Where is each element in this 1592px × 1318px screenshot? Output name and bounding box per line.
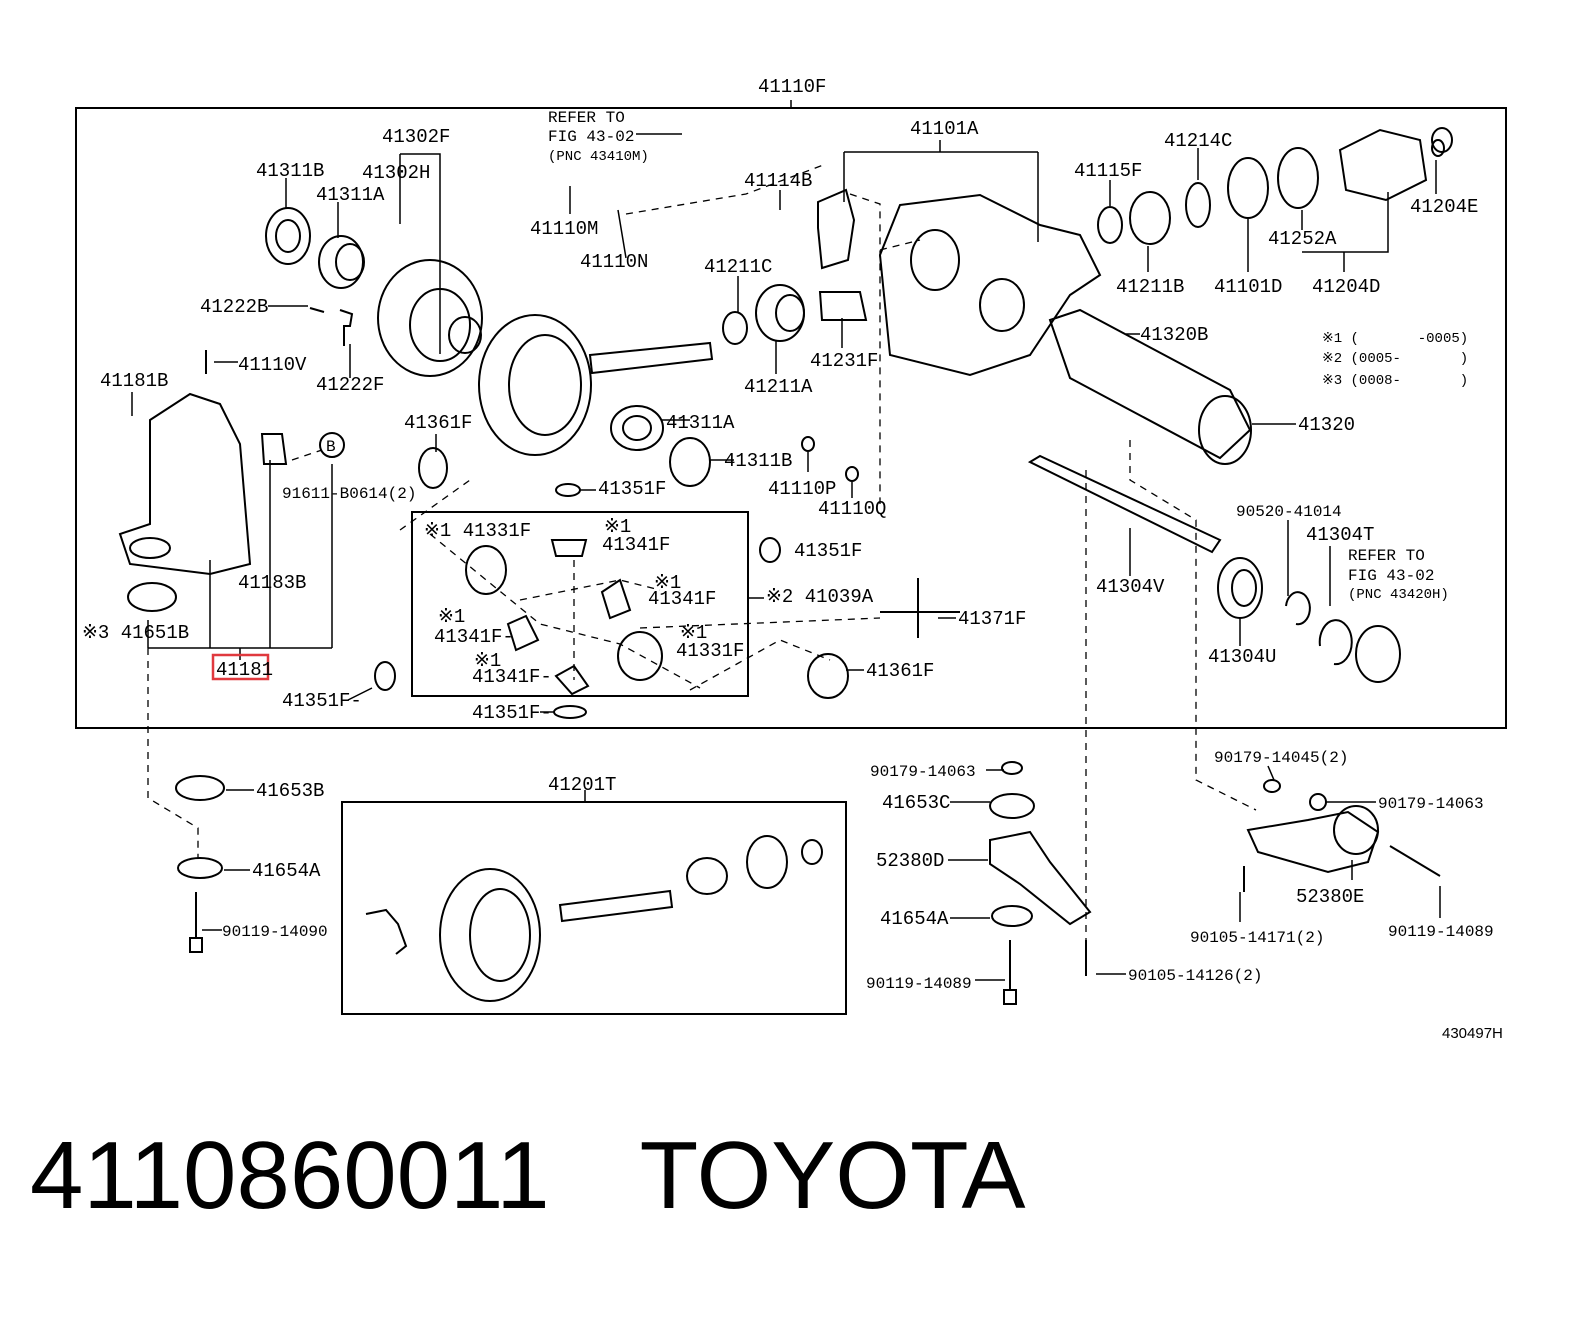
part-label: ※1: [680, 622, 707, 644]
part-label: 41311A: [666, 412, 735, 434]
part-label: 90119-14090: [222, 923, 328, 941]
part-label: 41181: [216, 659, 273, 681]
assembly-frame: [75, 107, 1507, 729]
part-label: 41110N: [580, 251, 648, 273]
part-label: 90520-41014: [1236, 503, 1342, 521]
part-label: 41320B: [1140, 324, 1208, 346]
part-label: 41114B: [744, 170, 812, 192]
part-label: 41211A: [744, 376, 813, 398]
part-label: 90179-14063: [1378, 795, 1484, 813]
part-label: 41304T: [1306, 524, 1374, 546]
part-label: 41653C: [882, 792, 950, 814]
part-label: 41351F-: [282, 690, 362, 712]
part-label: 41222F: [316, 374, 384, 396]
refer-top-line1: REFER TO: [548, 109, 625, 127]
highlight-box: [211, 653, 270, 681]
part-label: ※2 41039A: [766, 586, 874, 608]
part-label: 41214C: [1164, 130, 1232, 152]
figure-id: 430497H: [1442, 1025, 1503, 1042]
part-label: 41341F: [648, 588, 716, 610]
part-label: 41320: [1298, 414, 1355, 436]
part-label: 41311B: [256, 160, 324, 182]
part-label: 41351F: [794, 540, 862, 562]
refer-right-line3: (PNC 43420H): [1348, 587, 1449, 603]
part-label: 41201T: [548, 774, 616, 796]
part-label: ※3 41651B: [82, 622, 189, 644]
part-label: 41204E: [1410, 196, 1478, 218]
part-label: 41181B: [100, 370, 168, 392]
part-label: 41204D: [1312, 276, 1380, 298]
part-label: 41341F: [602, 534, 670, 556]
refer-top-line2: FIG 43-02: [548, 128, 634, 146]
part-label: 41341F-: [472, 666, 552, 688]
part-label: 41653B: [256, 780, 324, 802]
part-label: 41110M: [530, 218, 598, 240]
reference-circle-b-label: B: [326, 438, 336, 456]
part-label: 52380E: [1296, 886, 1364, 908]
part-label: 41211C: [704, 256, 772, 278]
part-label: 90105-14126(2): [1128, 967, 1262, 985]
part-label: 41211B: [1116, 276, 1184, 298]
part-label: 41183B: [238, 572, 306, 594]
part-label: 41331F: [676, 640, 744, 662]
refer-top-line3: (PNC 43410M): [548, 149, 649, 165]
part-label: 41361F: [404, 412, 472, 434]
part-label: 41222B: [200, 296, 268, 318]
part-label: 41654A: [880, 908, 949, 930]
date-note-1: ※1 ( -0005): [1322, 331, 1468, 347]
assembly-label: 41110F: [758, 76, 826, 98]
part-label: 41302H: [362, 162, 430, 184]
part-label: 41371F: [958, 608, 1026, 630]
part-label: 41115F: [1074, 160, 1142, 182]
part-label: 41231F: [810, 350, 878, 372]
part-label: 90119-14089: [866, 975, 972, 993]
part-label: 90179-14045(2): [1214, 749, 1348, 767]
part-label: 90179-14063: [870, 763, 976, 781]
part-label: 41101D: [1214, 276, 1282, 298]
part-label: 41361F: [866, 660, 934, 682]
refer-right-line2: FIG 43-02: [1348, 567, 1434, 585]
footer: 4110860011 TOYOTA: [30, 1128, 1025, 1224]
part-label: 52380D: [876, 850, 944, 872]
parts-diagram: 41110F REFER TO FIG 43-02 (PNC 43410M) R…: [75, 76, 1507, 1042]
part-label: 41304V: [1096, 576, 1165, 598]
part-label: 41311B: [724, 450, 792, 472]
part-label: 41110Q: [818, 498, 886, 520]
part-label: 41654A: [252, 860, 321, 882]
part-label: 41302F: [382, 126, 450, 148]
part-label: 90105-14171(2): [1190, 929, 1324, 947]
dashed-connections: [147, 163, 1257, 940]
part-drawings: [118, 127, 1453, 1005]
brand-name: TOYOTA: [639, 1122, 1026, 1229]
part-label: 41252A: [1268, 228, 1337, 250]
part-label: 91611-B0614(2): [282, 485, 416, 503]
part-label: 41341F-: [434, 626, 514, 648]
part-label: 41110P: [768, 478, 836, 500]
part-label: 41101A: [910, 118, 979, 140]
part-label: ※1: [654, 572, 681, 594]
date-note-2: ※2 (0005- ): [1322, 351, 1468, 367]
part-label: ※1: [604, 516, 631, 538]
reference-circle-b: [319, 432, 345, 458]
part-label: 90119-14089: [1388, 923, 1494, 941]
ring-pinion-kit-frame: [341, 801, 847, 1015]
part-label: 41311A: [316, 184, 385, 206]
date-note-3: ※3 (0008- ): [1322, 373, 1468, 389]
leader-lines: [131, 100, 1441, 981]
part-label: ※1: [438, 606, 465, 628]
part-label: ※1: [474, 650, 501, 672]
refer-right-line1: REFER TO: [1348, 547, 1425, 565]
part-number: 4110860011: [30, 1122, 550, 1229]
part-label: 41110V: [238, 354, 307, 376]
differential-gear-subframe: [411, 511, 749, 697]
part-label: 41351F-: [472, 702, 552, 724]
part-label: 41304U: [1208, 646, 1276, 668]
part-label: 41351F: [598, 478, 666, 500]
part-label: ※1 41331F: [424, 520, 531, 542]
